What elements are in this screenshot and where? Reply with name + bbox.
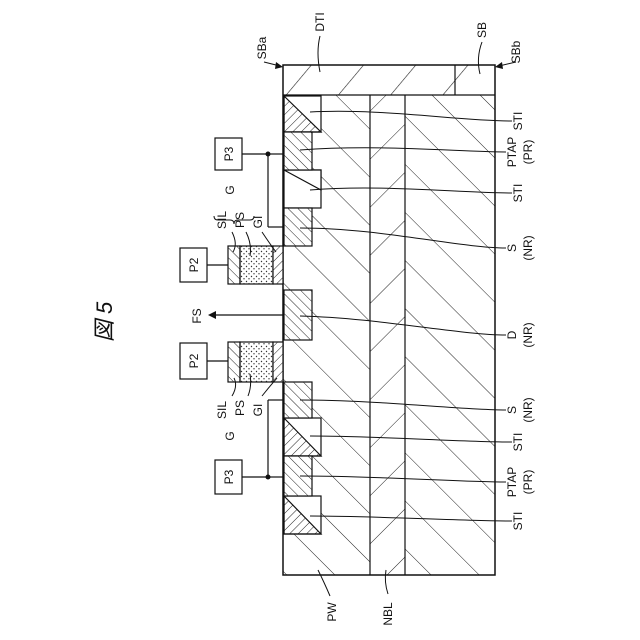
label-dti: DTI <box>313 12 327 31</box>
p3-label-top: P3 <box>222 146 236 161</box>
label-nr-1: (NR) <box>521 235 535 260</box>
gate-labels-upper: SIL PS GI G <box>214 185 276 256</box>
label-sti-2: STI <box>511 184 525 203</box>
label-ps-lower: PS <box>233 400 247 416</box>
label-sil-lower: SIL <box>215 401 229 419</box>
polysilicon-upper <box>240 246 273 284</box>
label-d: D <box>505 330 519 339</box>
label-nr-3: (NR) <box>521 397 535 422</box>
label-pr-2: (PR) <box>521 470 535 495</box>
label-nr-2: (NR) <box>521 322 535 347</box>
fs-label: FS <box>190 308 204 323</box>
sti-lower-mid <box>284 418 321 456</box>
label-pw: PW <box>325 602 339 622</box>
sti-top <box>284 96 321 132</box>
sti-bottom <box>284 496 321 534</box>
label-ptap-1: PTAP <box>505 137 519 167</box>
bottom-labels: PW NBL <box>318 570 395 626</box>
label-sti-1: STI <box>511 112 525 131</box>
label-sb: SB <box>475 22 489 38</box>
gate-upper <box>228 246 283 284</box>
gate-lower <box>228 342 283 382</box>
label-sti-3: STI <box>511 433 525 452</box>
label-nbl: NBL <box>381 602 395 626</box>
label-sti-4: STI <box>511 512 525 531</box>
p2-label-lower: P2 <box>187 353 201 368</box>
label-gi-upper: GI <box>251 216 265 229</box>
label-sba: SBa <box>255 36 269 59</box>
figure-title: 図 5 <box>92 301 117 342</box>
label-s-2: S <box>505 406 519 414</box>
polysilicon-lower <box>240 342 273 382</box>
label-pr-1: (PR) <box>521 140 535 165</box>
label-ptap-2: PTAP <box>505 467 519 497</box>
label-sbb: SBb <box>509 40 523 63</box>
sb-region <box>405 65 495 575</box>
p3-label-bottom: P3 <box>222 469 236 484</box>
label-g-upper: G <box>223 185 237 194</box>
p2-label-upper: P2 <box>187 257 201 272</box>
label-s-1: S <box>505 244 519 252</box>
label-gi-lower: GI <box>251 404 265 417</box>
label-g-lower: G <box>223 431 237 440</box>
sti-upper-mid <box>284 170 321 208</box>
nbl-region <box>370 65 405 575</box>
